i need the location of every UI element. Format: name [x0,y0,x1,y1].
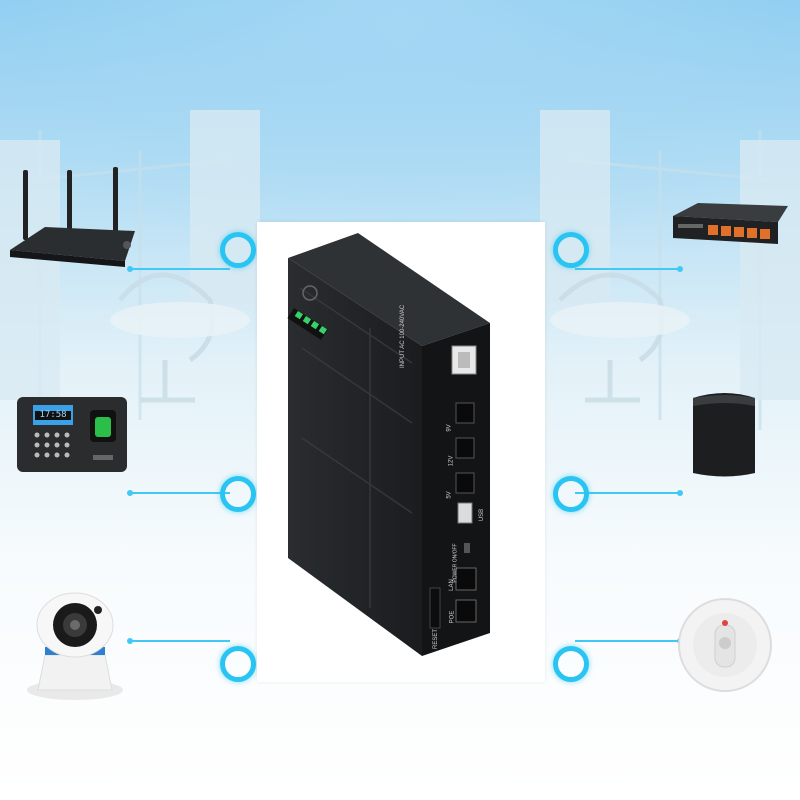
ups-input-label: INPUT AC 100-240VAC [400,304,406,368]
connector-ring-camera [220,646,256,682]
modem-icon [693,393,755,477]
security-camera-icon [27,592,123,700]
ups-5v-label: 5V [446,491,453,499]
connector-line-router [130,268,230,270]
connector-dot [127,638,133,644]
connector-line-modem [575,492,680,494]
connector-ring-terminal [220,476,256,512]
ups-12v-label: 12V [448,455,455,467]
connector-ring-router [220,232,256,268]
connector-ring-modem [553,476,589,512]
network-switch-icon [673,203,788,244]
terminal-screen-text: 17:58 [39,410,67,420]
ups-usb-label: USB [479,508,486,522]
connector-dot [677,490,683,496]
connector-line-switch [575,268,680,270]
ups-power-label: POWER ON/OFF [452,543,459,583]
smoke-detector-icon [678,598,772,692]
connector-dot [677,266,683,272]
connector-dot [127,490,133,496]
ups-lan-label: LAN [448,579,455,591]
mini-ups-icon [287,233,490,656]
connector-dot [127,266,133,272]
ups-poe-label: POE [449,610,456,624]
connector-line-terminal [130,492,230,494]
router-icon [10,167,135,267]
ups-9v-label: 9V [446,424,453,432]
fingerprint-terminal-icon [17,397,127,472]
connector-ring-smoke [553,646,589,682]
connector-line-camera [130,640,230,642]
connector-ring-switch [553,232,589,268]
connector-line-smoke [575,640,680,642]
ups-reset-label: RESET [433,628,440,650]
